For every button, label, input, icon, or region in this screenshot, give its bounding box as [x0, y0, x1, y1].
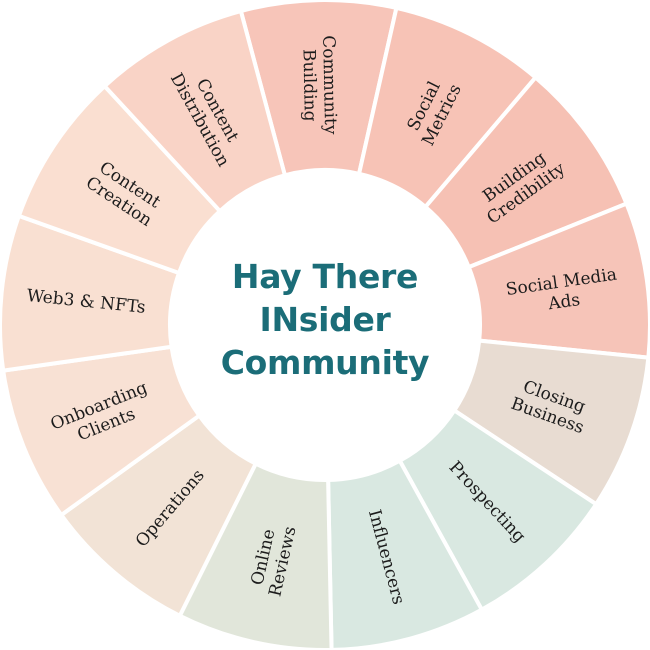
- segment-label-0-line-0: Community: [318, 35, 340, 135]
- segment-label-0-line-1: Building: [298, 49, 319, 122]
- center-title-line-2: INsider: [259, 300, 391, 339]
- center-title-line-1: Hay There: [231, 257, 419, 296]
- wheel-hub: [170, 170, 480, 480]
- center-title: Hay There INsider Community: [175, 255, 475, 384]
- center-title-line-3: Community: [220, 343, 430, 382]
- segment-label-0: CommunityBuilding: [298, 35, 340, 135]
- segment-label-3-line-1: Ads: [546, 290, 581, 314]
